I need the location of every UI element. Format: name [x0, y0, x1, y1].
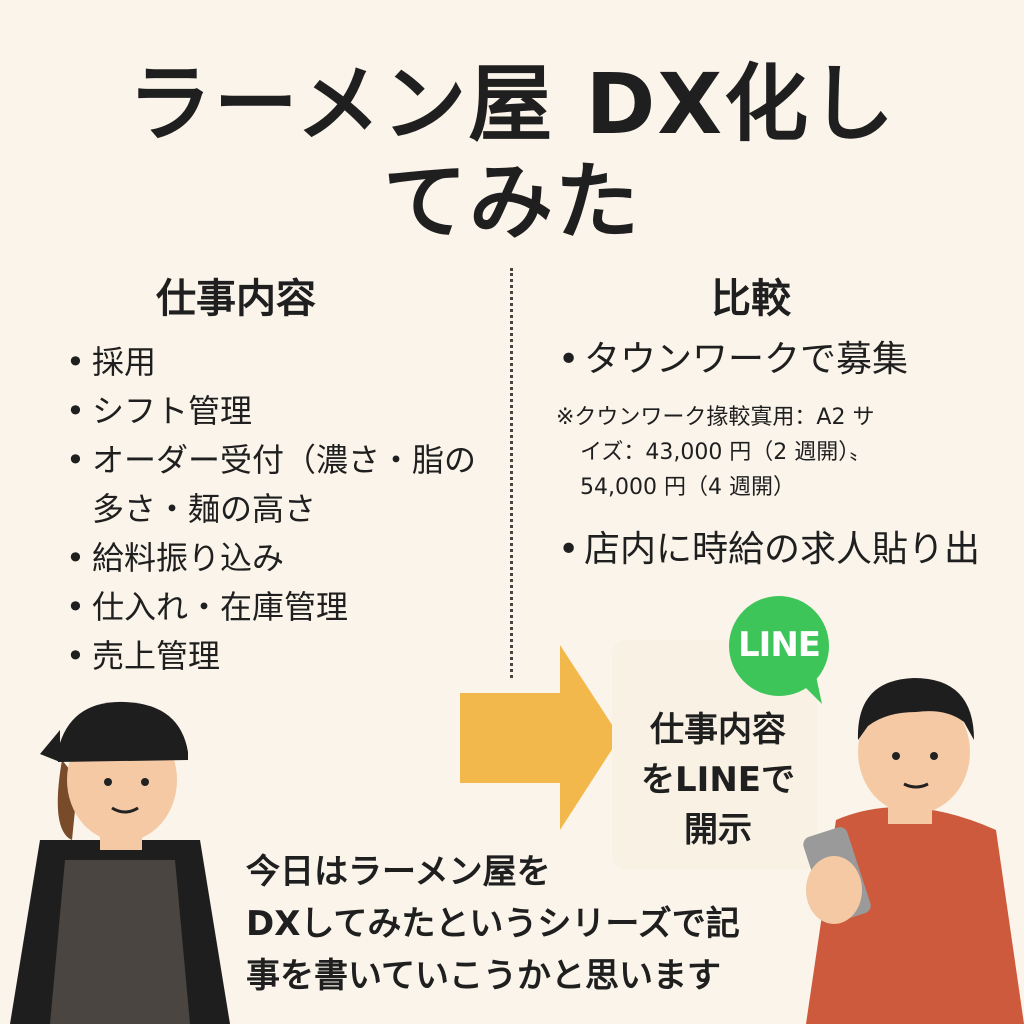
intro-text-line: 今日はラーメン屋を	[246, 852, 551, 892]
intro-text-line: DXしてみたというシリーズで記	[246, 904, 740, 944]
intro-text-line: 事を書いていこうかと思います	[246, 956, 721, 996]
list-item: タウンワークで募集	[556, 336, 908, 384]
cost-note: ※クウンワーク掾較寘用：A2 サ イズ：43,000 円（2 週開）〟 54,0…	[556, 400, 936, 505]
column-divider	[510, 268, 513, 678]
note-line: 54,000 円（4 週開）	[580, 475, 795, 500]
line-card-text-line: 仕事内容	[650, 710, 786, 750]
page-title-line2: てみた	[382, 153, 641, 251]
line-card-text: 仕事内容 をLINEで 開示	[618, 705, 818, 855]
note-line: イズ：43,000 円（2 週開）〟	[580, 440, 872, 465]
note-line: ※クウンワーク掾較寘用：A2 サ	[556, 405, 875, 430]
intro-text: 今日はラーメン屋を DXしてみたというシリーズで記 事を書いていこうかと思います	[246, 846, 806, 1002]
left-heading: 仕事内容	[156, 276, 316, 322]
arrow-right-icon	[460, 645, 620, 830]
list-item: 売上管理	[64, 632, 484, 681]
line-logo-icon	[729, 596, 829, 704]
line-card-text-line: をLINEで	[641, 760, 795, 800]
right-heading: 比較	[711, 276, 791, 322]
list-item: 採用	[64, 338, 484, 387]
female-staff-illustration	[10, 701, 230, 1024]
male-customer-illustration	[803, 678, 1024, 1024]
page-title-line1: ラーメン屋 DX化し	[127, 55, 897, 153]
task-list: 採用 シフト管理 オーダー受付（濃さ・脂の多さ・麺の高さ 給料振り込み 仕入れ・…	[64, 338, 484, 681]
list-item: 仕入れ・在庫管理	[64, 583, 484, 632]
comparison-list: タウンワークで募集	[556, 336, 908, 384]
list-item: シフト管理	[64, 387, 484, 436]
list-item: 給料振り込み	[64, 534, 484, 583]
comparison-list-2: 店内に時給の求人貼り出	[556, 526, 980, 574]
line-logo-label: LINE	[738, 625, 821, 665]
list-item: 店内に時給の求人貼り出	[556, 526, 980, 574]
line-card-text-line: 開示	[684, 810, 752, 850]
list-item: オーダー受付（濃さ・脂の多さ・麺の高さ	[64, 436, 484, 534]
